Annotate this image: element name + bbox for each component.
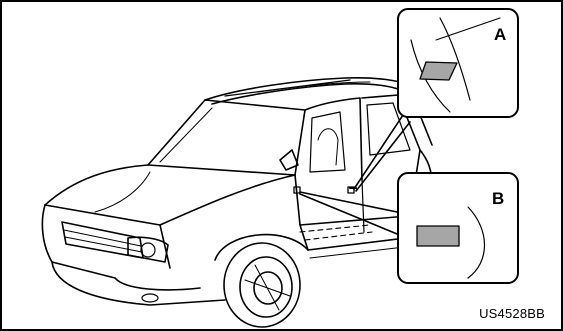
door-label-b <box>417 226 459 246</box>
callout-label-b: B <box>492 189 504 208</box>
callout-label-a: A <box>494 25 506 44</box>
car-illustration <box>42 78 432 327</box>
figure-code: US4528BB <box>479 306 545 321</box>
